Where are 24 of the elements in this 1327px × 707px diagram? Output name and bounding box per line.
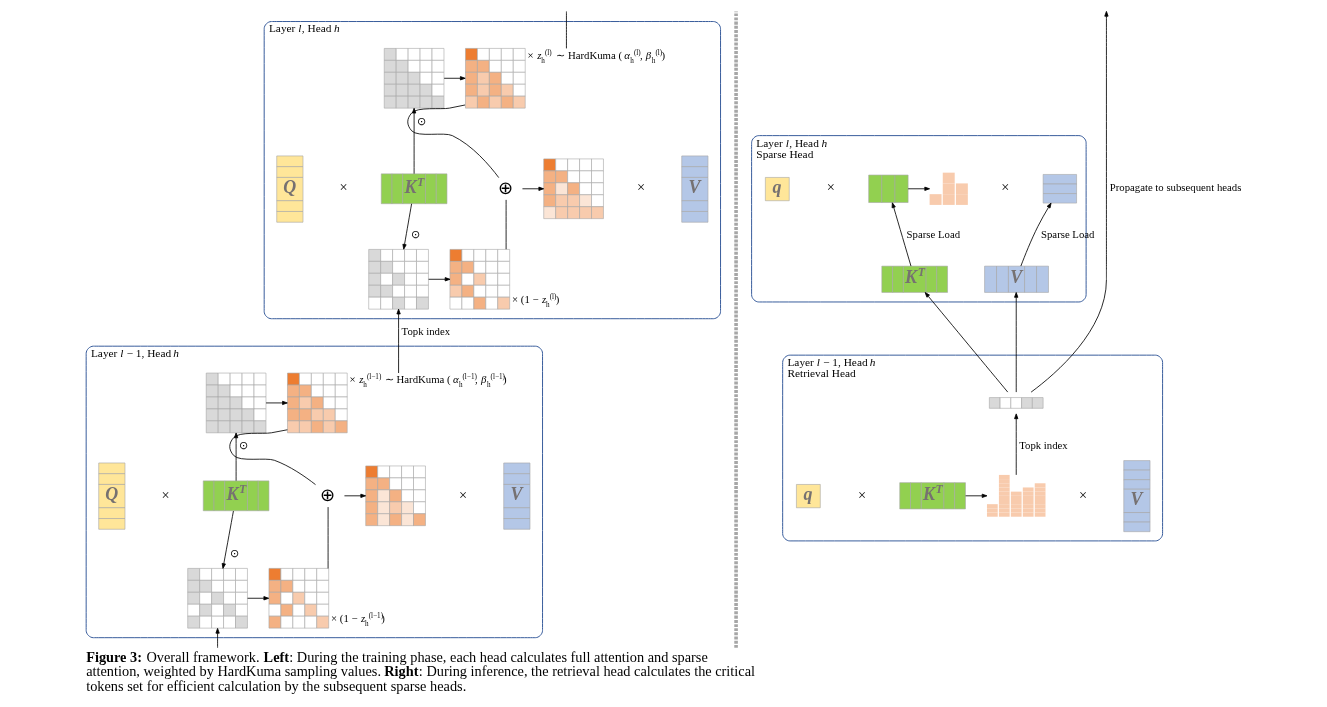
label: × [339,179,348,196]
edge-label: Topk index [401,325,451,338]
edge-label: ⊙ [410,228,420,241]
caption: Figure 3: Overall framework. Left: During the training phase, each head calculates full attention and sparse attention, weighted by HardKuma sampling values. Right: During inference, the retrieval head calculates the critical tokens set for efficient calculation by the subsequent sparse heads. [86,648,756,694]
edge-label: Sparse Load [906,228,961,241]
label: × [857,486,867,503]
node-label: × (1 − z$_{h}$$^{(l)}$) [512,292,560,309]
label: × [161,486,170,503]
node-label: × z$_{h}$$^{(l)}$ ∼ HardKuma (α$_{h}$$^{(l)}$, β$_{h}$$^{(l)}$) [527,48,665,65]
label: × [826,179,835,196]
edge-label: ⊙ [239,439,249,452]
label: × [1001,179,1010,196]
edge-label: ⊙ [230,547,240,560]
node-text: ⊕ [320,484,336,505]
edge-label: Propagate to subsequent heads [1109,181,1242,194]
node-text: ⊕ [498,177,514,198]
node-label: × z$_{h}$$^{(l−1)}$ ∼ HardKuma (α$_{h}$$^{(l−1)}$, β$_{h}$$^{(l−1)}$) [349,373,507,390]
node-label: × (1 − z$_{h}$$^{(l−1)}$) [331,611,385,628]
edge-label: ⊙ [417,114,427,127]
edge-label: Topk index [1019,439,1068,452]
edge-label: Sparse Load [1041,228,1095,241]
label: × [458,486,467,503]
label: × [1078,486,1088,503]
label: × [636,179,646,196]
